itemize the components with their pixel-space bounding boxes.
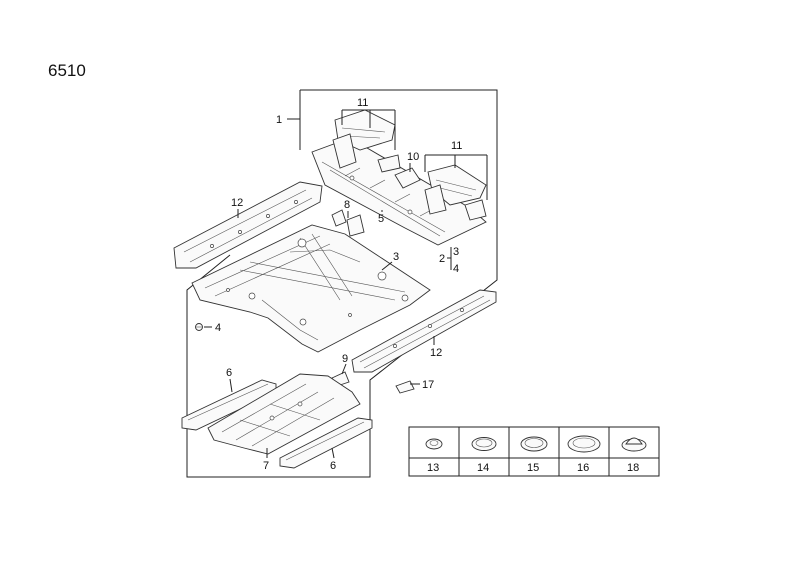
leader-3a	[381, 261, 393, 271]
bracket-10	[394, 167, 421, 189]
rear-floor-panel	[311, 137, 487, 246]
grommet-label-16: 16	[577, 462, 589, 474]
callout-9: 9	[342, 353, 348, 365]
front-floor-panel	[191, 224, 431, 353]
grommet-table: 13 14 15 16 18	[408, 426, 660, 477]
tunnel-member-7	[207, 373, 361, 455]
callout-10: 10	[407, 151, 419, 163]
member-6-lower	[279, 417, 373, 469]
callout-8: 8	[344, 199, 350, 211]
callout-6a: 6	[226, 367, 232, 379]
side-sill-right	[351, 289, 497, 373]
grommet-label-15: 15	[527, 462, 539, 474]
callout-12b: 12	[430, 347, 442, 359]
grommet-label-18: 18	[627, 462, 639, 474]
clip-4	[195, 323, 203, 331]
callout-11a: 11	[357, 97, 368, 109]
callout-3b: 3	[453, 246, 459, 258]
plug-16-icon	[567, 435, 601, 453]
diagram-number: 6510	[48, 61, 86, 80]
callout-6b: 6	[330, 460, 336, 472]
plug-13-icon	[425, 438, 443, 450]
leader-6b	[331, 447, 335, 459]
callout-2: 2	[439, 253, 445, 265]
callout-7: 7	[263, 460, 269, 472]
callout-11b: 11	[451, 140, 462, 152]
leader-11a	[341, 109, 396, 150]
callout-5: 5	[378, 213, 384, 225]
plug-14-icon	[471, 437, 497, 451]
callout-12a: 12	[231, 197, 243, 209]
bracket-11-left	[332, 109, 401, 173]
bracket-17	[395, 380, 415, 394]
bracket-11-right	[424, 164, 487, 221]
callout-17: 17	[422, 379, 434, 391]
callout-4a: 4	[453, 263, 459, 275]
grommet-label-13: 13	[427, 462, 439, 474]
plug-18-icon	[621, 437, 647, 452]
leader-2	[447, 247, 452, 270]
callout-4b: 4	[215, 322, 221, 334]
bracket-8	[331, 209, 365, 237]
leader-11b	[424, 154, 488, 200]
grommet-label-14: 14	[477, 462, 489, 474]
side-sill-left	[173, 181, 323, 269]
callout-3a: 3	[393, 251, 399, 263]
plug-15-icon	[520, 436, 548, 452]
callout-1: 1	[276, 114, 282, 126]
leader-9	[341, 363, 347, 375]
leader-6a	[229, 378, 233, 393]
